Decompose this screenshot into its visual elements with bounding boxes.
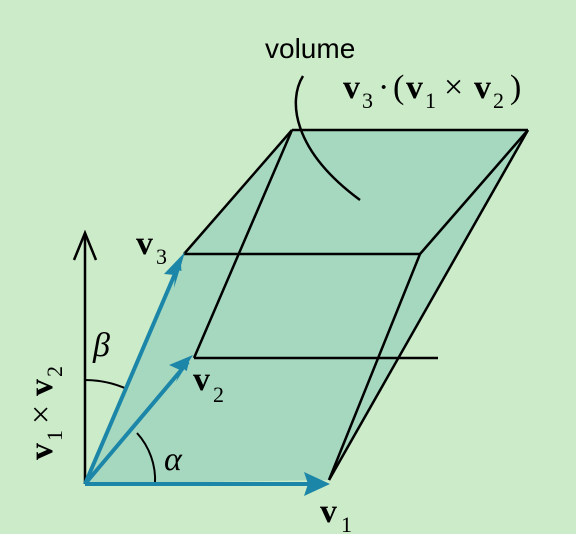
v2-label: v 2 <box>193 361 224 407</box>
alpha-arc <box>136 432 157 485</box>
svg-text:v: v <box>23 379 60 396</box>
svg-text:×: × <box>444 69 463 106</box>
v3-label: v 3 <box>136 225 167 269</box>
svg-text:v: v <box>320 493 337 530</box>
v2-arrow <box>83 360 190 486</box>
parallelepiped-solid <box>85 130 528 484</box>
volume-formula: v 3 · ( v 1 × v 2 ) <box>343 69 521 113</box>
volume-label: volume <box>265 33 355 64</box>
svg-text:v: v <box>136 225 153 262</box>
svg-text:2: 2 <box>42 366 67 377</box>
svg-text:2: 2 <box>213 382 224 407</box>
svg-text:v: v <box>23 443 60 460</box>
svg-text:×: × <box>23 405 60 424</box>
beta-label: β <box>92 327 110 364</box>
cross-product-arrowhead <box>72 229 98 261</box>
svg-text:1: 1 <box>42 430 67 441</box>
svg-text:1: 1 <box>341 512 352 534</box>
svg-text:2: 2 <box>493 88 504 113</box>
volume-pointer-curve <box>294 75 361 202</box>
parallelepiped-edges <box>183 128 530 481</box>
v1-arrowhead <box>304 472 330 496</box>
svg-text:v: v <box>343 69 360 106</box>
v2-arrowhead <box>169 355 193 382</box>
svg-text:v: v <box>406 69 423 106</box>
svg-text:1: 1 <box>425 88 436 113</box>
svg-text:(: ( <box>393 69 404 106</box>
svg-text:·: · <box>378 69 389 106</box>
alpha-label: α <box>164 441 183 478</box>
vector-arrows <box>83 260 324 489</box>
svg-text:3: 3 <box>156 244 167 269</box>
v1-label: v 1 <box>320 493 352 534</box>
v3-arrowhead <box>164 252 185 288</box>
svg-text:v: v <box>474 69 491 106</box>
beta-arc <box>84 379 128 390</box>
cross-product-label: v 1 × v 2 <box>23 366 67 460</box>
v3-arrow <box>83 260 182 485</box>
svg-text:): ) <box>510 69 521 106</box>
svg-text:3: 3 <box>362 88 373 113</box>
svg-text:v: v <box>193 361 210 398</box>
